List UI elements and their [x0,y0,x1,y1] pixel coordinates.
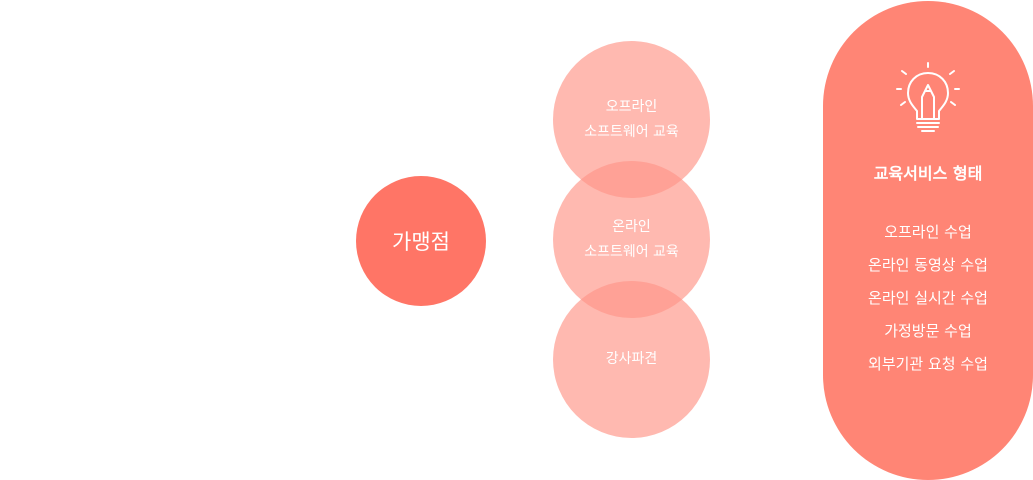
ring-2-line-2: 소프트웨어 교육 [584,243,679,260]
franchise-label: 가맹점 [392,230,450,254]
panel-title: 교육서비스 형태 [873,164,983,183]
ring-2-line-1: 온라인 [612,218,651,235]
service-types-panel: 교육서비스 형태 오프라인 수업 온라인 동영상 수업 온라인 실시간 수업 가… [823,1,1033,480]
service-type-item: 온라인 실시간 수업 [868,289,988,307]
service-type-item: 외부기관 요청 수업 [868,355,988,373]
franchise-circle: 가맹점 [356,176,486,306]
ring-3-line-1: 강사파견 [605,351,658,367]
ring-1-line-1: 오프라인 [605,98,658,115]
ring-1-line-2: 소프트웨어 교육 [584,123,679,140]
service-type-item: 오프라인 수업 [884,223,972,241]
service-type-item: 온라인 동영상 수업 [868,256,988,274]
service-type-item: 가정방문 수업 [884,322,972,340]
service-type-list: 오프라인 수업 온라인 동영상 수업 온라인 실시간 수업 가정방문 수업 외부… [823,216,1033,381]
instructor-dispatch-circle: 강사파견 [553,281,710,438]
lightbulb-icon [896,62,960,132]
